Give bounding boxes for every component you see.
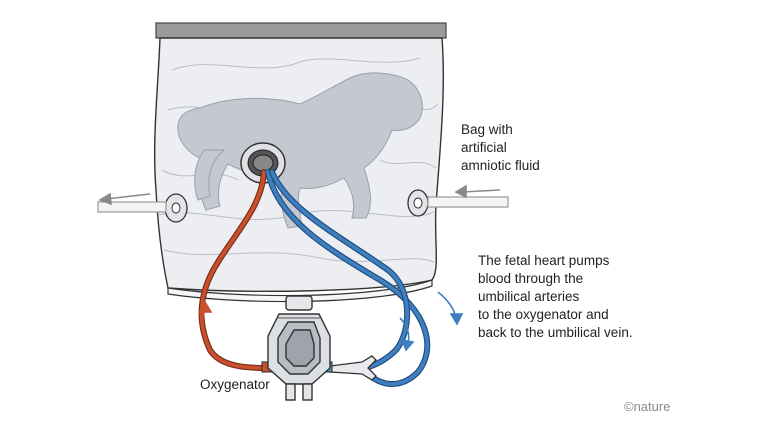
left-port <box>164 193 188 223</box>
right-port <box>407 189 429 217</box>
fetal-lamb <box>177 72 423 229</box>
vein-flow-arrows <box>399 291 464 352</box>
bag-label: Bag with artificial amniotic fluid <box>461 122 540 173</box>
fluid-tubes <box>97 196 509 213</box>
oxygenator-device <box>267 295 331 401</box>
y-connector <box>329 355 377 381</box>
heart-pump-label: The fetal heart pumps blood through the … <box>478 253 633 340</box>
bag-seam <box>167 279 433 303</box>
hanger-bar <box>155 22 447 39</box>
nature-credit: ©nature <box>624 399 671 414</box>
flow-arrows <box>98 184 501 206</box>
artery-flow-arrow <box>198 300 213 343</box>
oxygenator-label: Oxygenator <box>200 377 270 392</box>
vein-tubes <box>265 169 431 388</box>
